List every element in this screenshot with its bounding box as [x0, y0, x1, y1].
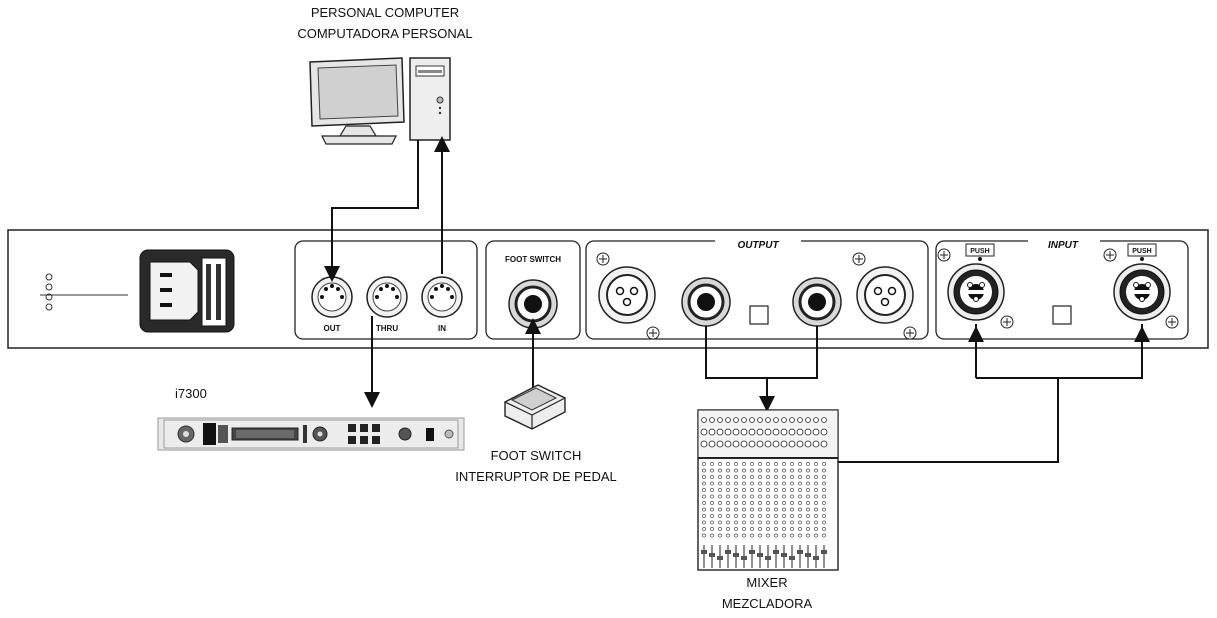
midi-out-port[interactable]	[311, 276, 353, 318]
cable-pc-to-midi-out	[324, 140, 419, 282]
pedal-label-en: FOOT SWITCH	[491, 448, 582, 463]
midi-thru-port[interactable]	[366, 276, 408, 318]
monitor-icon	[309, 57, 405, 145]
i7300-label: i7300	[175, 386, 207, 401]
foot-switch-panel-label: FOOT SWITCH	[505, 255, 561, 264]
push-label-left: PUSH	[970, 248, 989, 255]
midi-thru-label: THRU	[376, 324, 398, 333]
xlr-output-right[interactable]	[852, 252, 917, 340]
input-switch[interactable]	[1052, 305, 1072, 325]
mixer-label-en: MIXER	[746, 575, 787, 590]
tower-icon	[409, 57, 451, 141]
output-jack-right[interactable]	[792, 277, 842, 327]
input-panel: INPUT PUSH PUSH	[935, 236, 1189, 340]
xlr-output-left[interactable]	[596, 252, 660, 340]
pedal-label-es: INTERRUPTOR DE PEDAL	[455, 469, 617, 484]
combo-input-right[interactable]: PUSH	[1103, 243, 1179, 329]
output-panel: OUTPUT	[585, 236, 929, 340]
midi-in-label: IN	[438, 324, 446, 333]
computer-label-en: PERSONAL COMPUTER	[311, 5, 459, 20]
foot-pedal-icon: FOOT SWITCH INTERRUPTOR DE PEDAL	[455, 384, 617, 484]
connection-lines	[324, 136, 1150, 463]
personal-computer: PERSONAL COMPUTER COMPUTADORA PERSONAL	[297, 5, 473, 145]
power-inlet	[139, 249, 235, 333]
midi-in-port[interactable]	[421, 276, 463, 318]
mixer-console	[697, 409, 839, 571]
output-panel-label: OUTPUT	[737, 240, 779, 251]
computer-label-es: COMPUTADORA PERSONAL	[297, 26, 472, 41]
mixer-controls	[700, 417, 828, 568]
mixer-label-es: MEZCLADORA	[722, 596, 813, 611]
i7300-device: i7300	[157, 386, 465, 451]
foot-switch-panel: FOOT SWITCH	[485, 240, 581, 340]
combo-input-left[interactable]: PUSH	[937, 243, 1014, 329]
cable-outputs-to-mixer	[705, 326, 818, 404]
foot-switch-jack[interactable]	[508, 279, 558, 329]
rack-rear-panel: OUT THRU IN FOOT SWITCH OUTPUT	[7, 229, 1209, 349]
output-jack-left[interactable]	[681, 277, 731, 327]
push-label-right: PUSH	[1132, 248, 1151, 255]
output-switch[interactable]	[749, 305, 769, 325]
screw-holes	[40, 273, 128, 311]
midi-panel: OUT THRU IN	[294, 240, 478, 340]
midi-out-label: OUT	[324, 324, 341, 333]
input-panel-label: INPUT	[1048, 240, 1079, 251]
